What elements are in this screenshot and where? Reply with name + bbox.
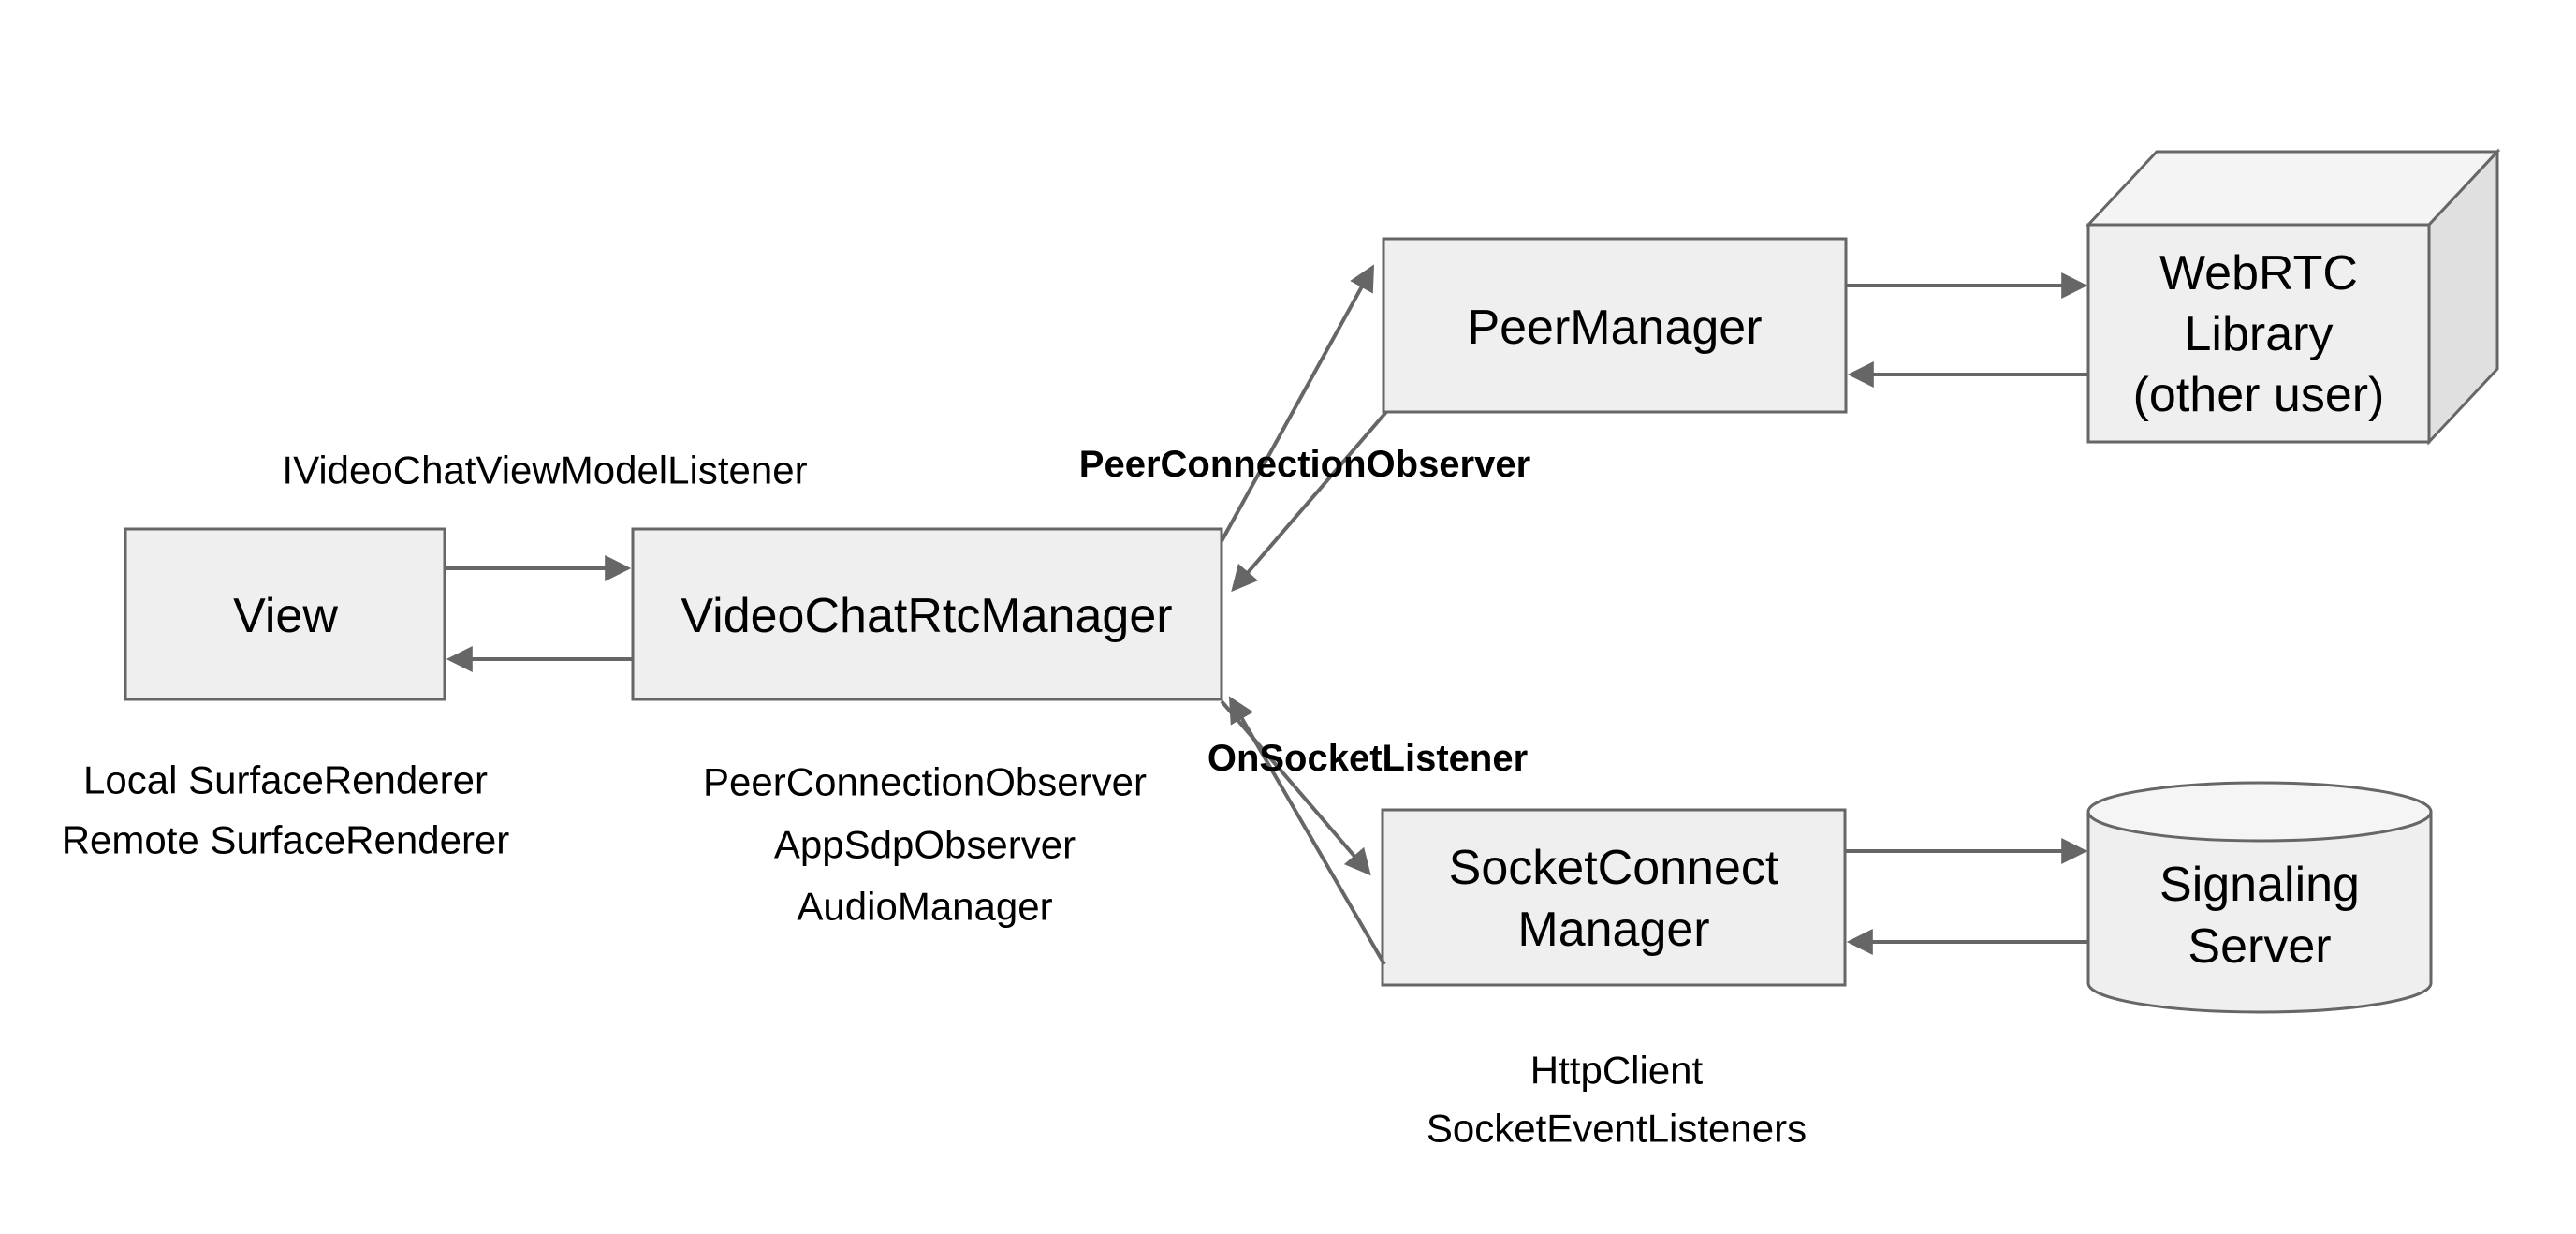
annotation-local-surfacerenderer: Local SurfaceRenderer [83,758,488,802]
annotation-appsdpobserver: AppSdpObserver [774,823,1076,867]
signaling-server-label-line1: Signaling [2159,858,2360,912]
annotation-httpclient: HttpClient [1530,1049,1704,1093]
videochatrtcmanager-node-box [631,527,1223,701]
label-onsocketlistener-interface: OnSocketListener [1208,738,1528,779]
webrtc-cube-front-face [2086,223,2431,444]
videochatrtcmanager-node-label: VideoChatRtcManager [681,589,1172,643]
socketconnectmanager-node-label-line1: SocketConnect [1449,841,1779,895]
webrtc-library-label-line3: (other user) [2133,368,2385,422]
socketconnectmanager-annotations: HttpClient SocketEventListeners [1427,1049,1807,1151]
view-annotations: Local SurfaceRenderer Remote SurfaceRend… [62,758,510,862]
edge-videochatrtcmanager-to-peermanager [1220,264,1375,542]
signaling-cylinder-body [2086,812,2433,1014]
videochatrtcmanager-annotations: PeerConnectionObserver AppSdpObserver Au… [703,760,1147,929]
webrtc-library-cube: WebRTC Library (other user) [2085,148,2501,446]
socketconnectmanager-node-label-line2: Manager [1517,903,1709,957]
annotation-remote-surfacerenderer: Remote SurfaceRenderer [62,818,510,862]
peermanager-node-box [1382,237,1848,414]
view-node: View [124,527,446,701]
signaling-cylinder-top [2086,781,2433,843]
annotation-audiomanager: AudioManager [797,885,1052,929]
annotation-socketeventlisteners: SocketEventListeners [1427,1107,1807,1151]
view-node-box [124,527,446,701]
annotation-peerconnectionobserver: PeerConnectionObserver [703,760,1147,804]
view-node-label: View [233,589,338,643]
signaling-server-cylinder: Signaling Server [2086,781,2433,1014]
peermanager-node: PeerManager [1382,237,1848,414]
webrtc-library-label-line1: WebRTC [2159,246,2358,301]
videochatrtcmanager-node: VideoChatRtcManager [631,527,1223,701]
webrtc-cube-top-face [2085,150,2501,227]
edge-peermanager-to-videochatrtcmanager [1231,410,1388,593]
socketconnectmanager-node-box [1381,808,1847,987]
webrtc-library-label-line2: Library [2185,307,2334,361]
signaling-server-label-line2: Server [2188,919,2331,974]
edge-videochatrtcmanager-to-socketconnectmanager [1220,699,1371,876]
socketconnectmanager-node: SocketConnect Manager [1381,808,1847,987]
edge-socketconnectmanager-to-videochatrtcmanager [1228,696,1386,966]
label-peerconnectionobserver-interface: PeerConnectionObserver [1079,444,1530,485]
peermanager-node-label: PeerManager [1467,301,1762,355]
label-ivideochatviewmodellistener: IVideoChatViewModelListener [282,448,807,492]
